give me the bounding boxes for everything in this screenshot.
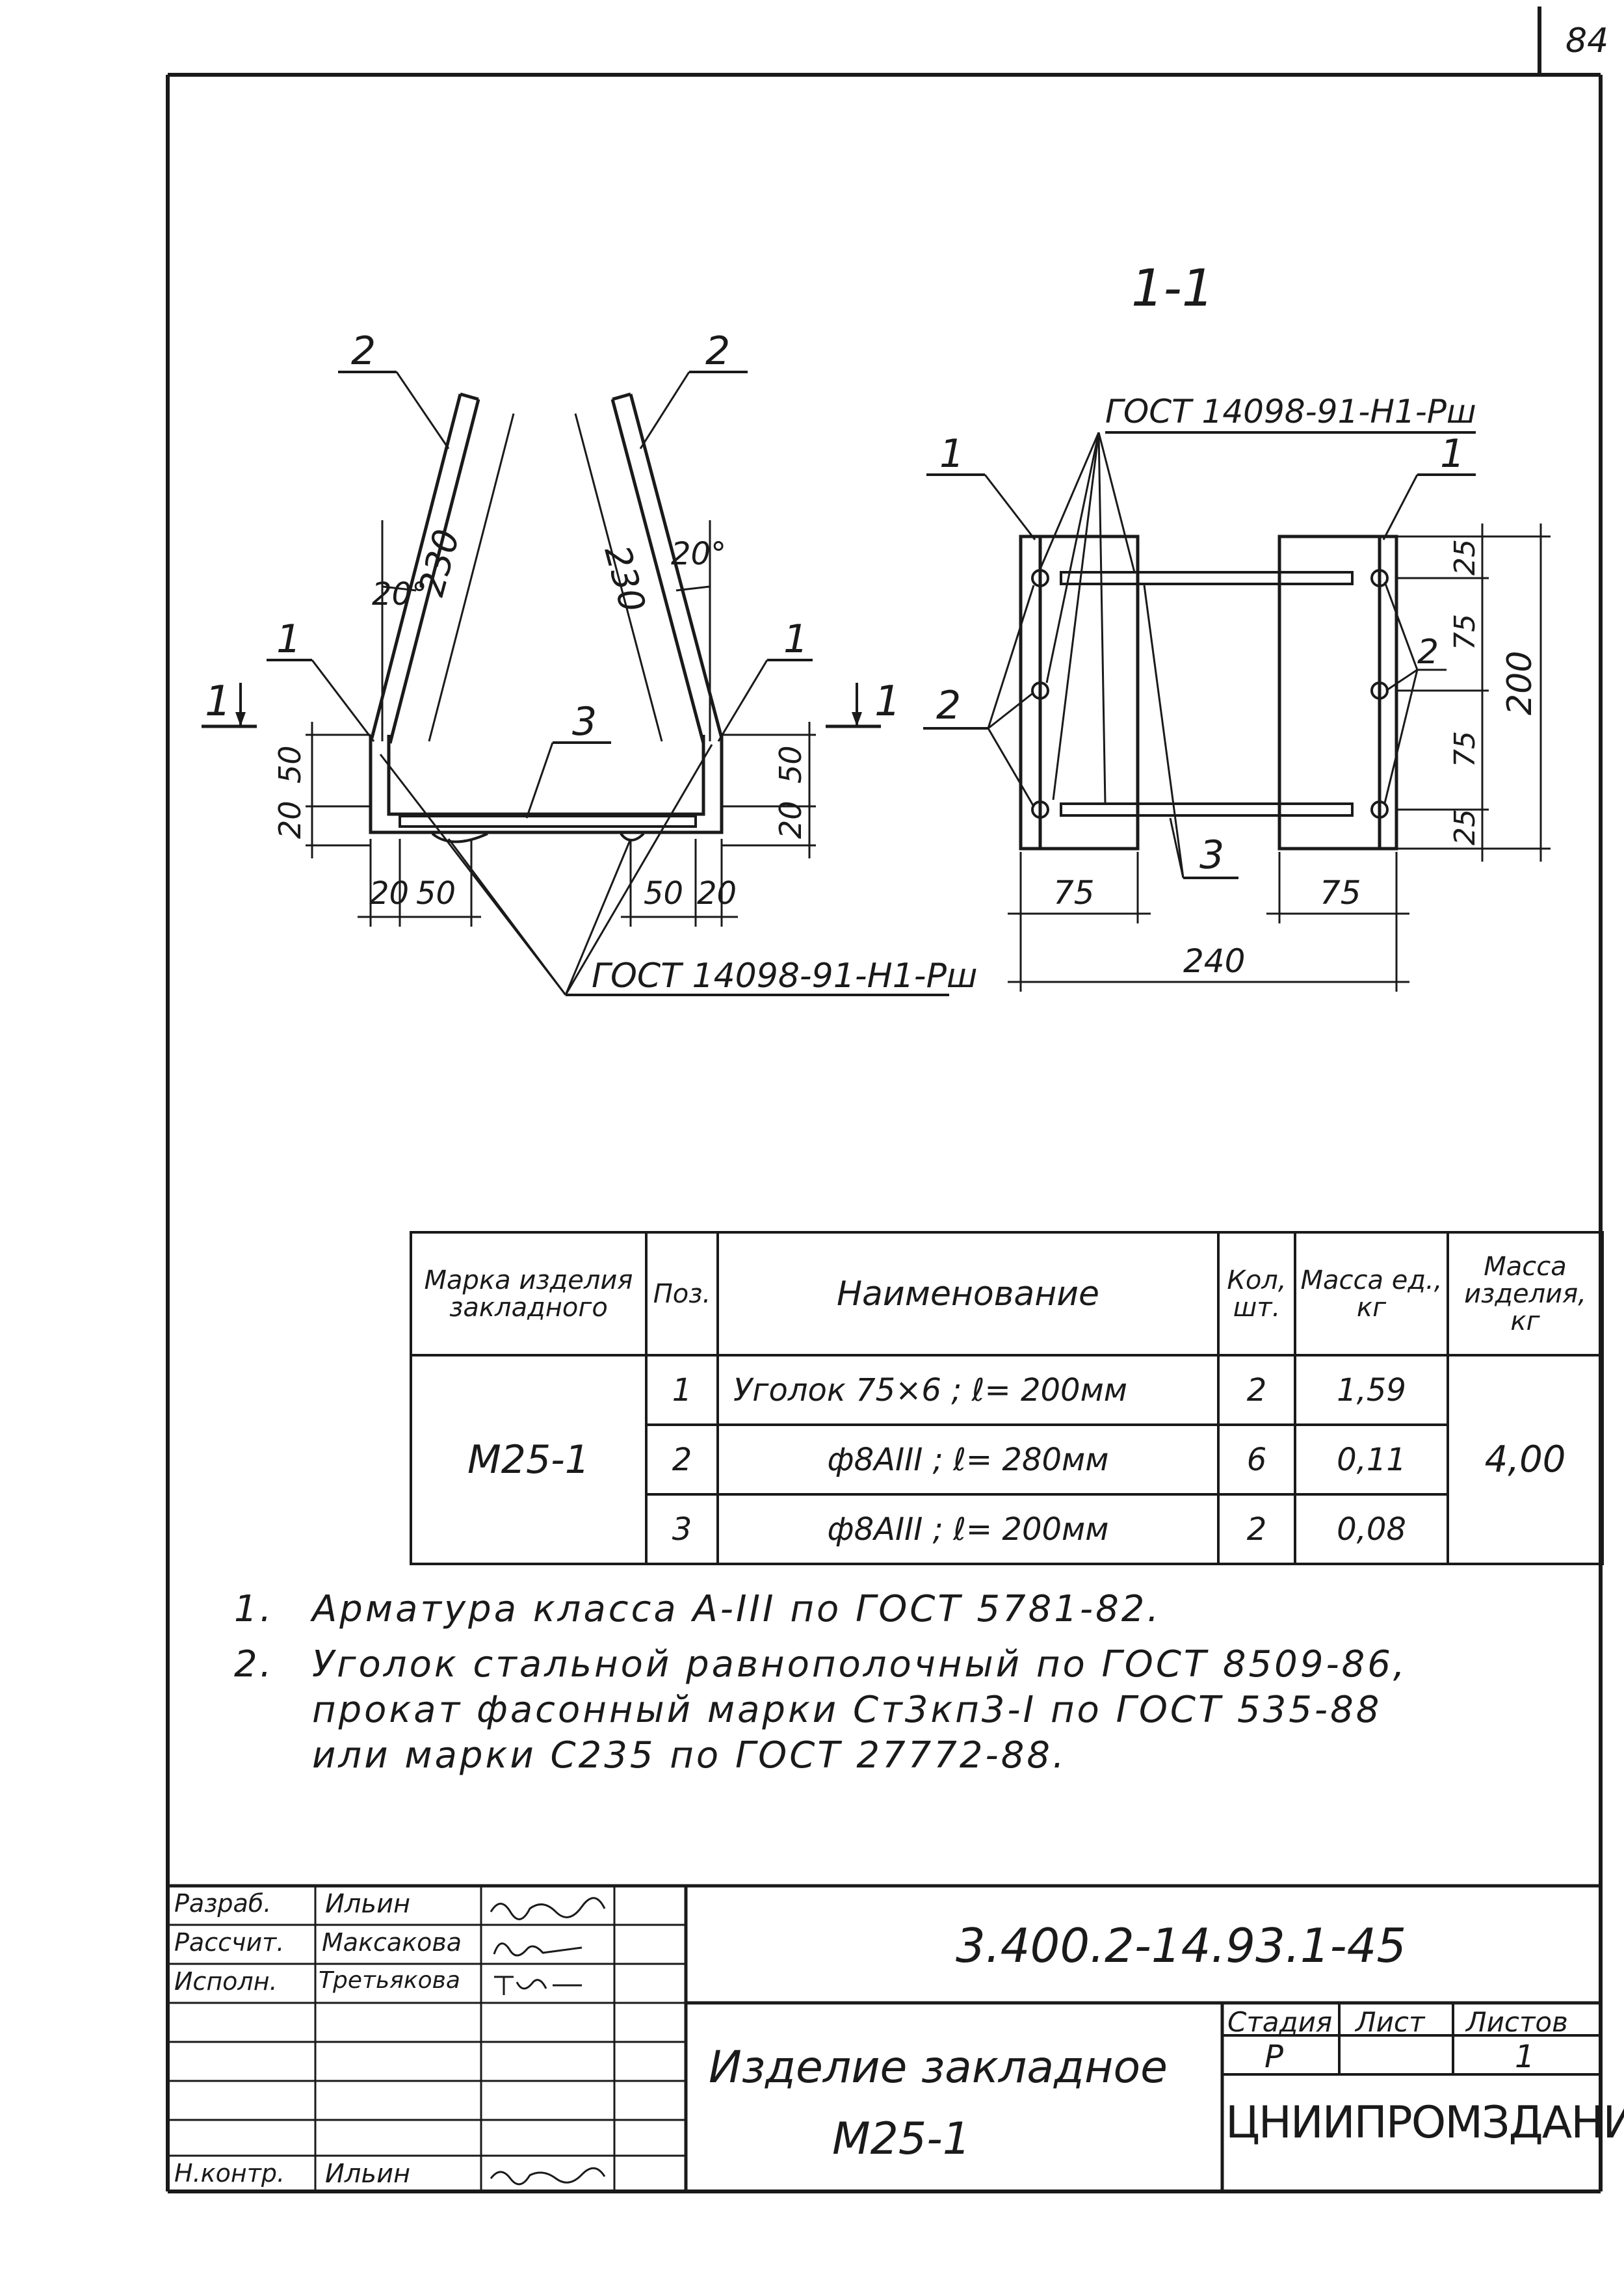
role-name: Третьякова (319, 1967, 460, 1994)
pos-label-2-right: 2 (705, 328, 730, 374)
hdim-left-50: 50 (416, 875, 456, 912)
row-pos: 3 (645, 1493, 719, 1565)
table-row: М25-1 1 Уголок 75×6 ; ℓ= 200мм 2 1,59 4,… (410, 1354, 1604, 1565)
angle-label-right: 20° (671, 536, 726, 572)
hdim-left-20: 20 (369, 875, 409, 912)
rv-pos-label-3: 3 (1199, 832, 1224, 878)
row-qty: 2 (1217, 1354, 1296, 1426)
drawing-subtitle: М25-1 (832, 2113, 971, 2165)
note-line: Уголок стальной равнополочный по ГОСТ 85… (312, 1643, 1408, 1686)
left-view: 20° 20° 230 230 2 2 1 1 3 1 (202, 328, 978, 996)
vdim-right-20: 20 (773, 800, 808, 839)
role-label: Разраб. (174, 1889, 272, 1918)
role-name: Ильин (325, 2159, 411, 2189)
title-block-grid (168, 1884, 1601, 2191)
angle-label-left: 20° (372, 576, 427, 613)
role-label: Рассчит. (174, 1928, 285, 1957)
pos-label-2-left: 2 (351, 328, 376, 374)
rv-hdim-240: 240 (1183, 942, 1245, 980)
table-row: 3 ф8АIII ; ℓ= 200мм 2 0,08 (411, 1493, 1603, 1565)
sheet-header: Лист (1356, 2006, 1425, 2038)
rv-hdim-75-left: 75 (1053, 874, 1095, 912)
signature-ispoln (494, 1976, 582, 1995)
signature-rasschit (493, 1942, 583, 1957)
note-number: 1. (234, 1588, 274, 1630)
header-mark: Марка изделия закладного (410, 1231, 648, 1356)
product-mark: М25-1 (410, 1354, 648, 1565)
hdim-right-50: 50 (644, 875, 683, 912)
row-unit-mass: 0,11 (1294, 1423, 1449, 1496)
row-unit-mass: 1,59 (1294, 1354, 1449, 1426)
stage-header: Стадия (1227, 2006, 1333, 2038)
rv-vdim-200: 200 (1500, 651, 1539, 715)
note-line: прокат фасонный марки Ст3кп3-I по ГОСТ 5… (312, 1689, 1382, 1731)
weld-note-right: ГОСТ 14098-91-Н1-Рш (1105, 393, 1476, 430)
row-qty: 6 (1217, 1423, 1296, 1496)
hdim-right-20: 20 (697, 875, 737, 912)
rv-pos-label-1-left: 1 (939, 431, 964, 477)
role-name: Ильин (325, 1889, 411, 1919)
rv-vdim-75-top: 75 (1448, 614, 1482, 650)
note-number: 2. (234, 1643, 274, 1686)
vdim-right-50: 50 (773, 745, 808, 784)
rv-pos-label-2-left: 2 (936, 683, 961, 728)
header-total-mass: Масса изделия, кг (1447, 1231, 1604, 1356)
weld-note-left: ГОСТ 14098-91-Н1-Рш (592, 957, 978, 996)
section-label: 1-1 (1131, 259, 1214, 318)
pos-label-1-right: 1 (783, 616, 808, 662)
section-mark-left: 1 (205, 678, 231, 726)
total-mass: 4,00 (1447, 1354, 1604, 1565)
role-name: Максакова (322, 1928, 462, 1957)
row-pos: 1 (645, 1354, 719, 1426)
sheets-value: 1 (1515, 2039, 1535, 2075)
header-name: Наименование (716, 1231, 1220, 1356)
row-unit-mass: 0,08 (1294, 1493, 1449, 1565)
note-line: Арматура класса А-III по ГОСТ 5781-82. (312, 1588, 1162, 1630)
document-code: 3.400.2-14.93.1-45 (956, 1918, 1407, 1973)
rv-pos-label-2-right: 2 (1417, 633, 1439, 672)
rv-pos-label-1-right: 1 (1440, 431, 1465, 477)
vdim-left-50: 50 (272, 745, 308, 784)
stage-value: Р (1264, 2039, 1283, 2075)
rv-vdim-25-bottom: 25 (1448, 809, 1482, 845)
sheets-header: Листов (1466, 2006, 1568, 2038)
length-label-left: 230 (411, 525, 468, 600)
section-mark-right: 1 (874, 678, 901, 726)
note-line: или марки С235 по ГОСТ 27772-88. (312, 1734, 1067, 1777)
header-unit-mass: Масса ед., кг (1294, 1231, 1449, 1356)
page-number: 84 (1565, 21, 1608, 60)
header-pos: Поз. (645, 1231, 719, 1356)
signature-razrab (490, 1897, 606, 1920)
right-view: ГОСТ 14098-91-Н1-Рш 1 1 2 2 3 (923, 393, 1551, 992)
drawing-title: Изделие закладное (709, 2042, 1168, 2093)
row-name: Уголок 75×6 ; ℓ= 200мм (716, 1354, 1220, 1426)
pos-label-3: 3 (572, 699, 597, 745)
spec-header-row: Марка изделия закладного Поз. Наименован… (410, 1231, 1604, 1356)
table-row: 2 ф8АIII ; ℓ= 280мм 6 0,11 (411, 1423, 1603, 1496)
rv-vdim-75-bottom: 75 (1448, 731, 1482, 767)
signature-nkontr (490, 2167, 606, 2186)
rv-vdim-25-top: 25 (1448, 539, 1482, 576)
header-qty: Кол, шт. (1217, 1231, 1296, 1356)
organization-name: ЦНИИПРОМЗДАНИЙ (1225, 2097, 1624, 2149)
row-qty: 2 (1217, 1493, 1296, 1565)
row-pos: 2 (645, 1423, 719, 1496)
length-label-right: 230 (596, 541, 653, 616)
specification-table: Марка изделия закладного Поз. Наименован… (410, 1231, 1604, 1565)
vdim-left-20: 20 (272, 800, 308, 839)
rv-hdim-75-right: 75 (1320, 874, 1361, 912)
sheet-frame (166, 7, 1603, 2193)
row-name: ф8АIII ; ℓ= 280мм (716, 1423, 1220, 1496)
role-label: Н.контр. (174, 2159, 285, 2188)
role-label: Исполн. (174, 1967, 278, 1996)
pos-label-1-left: 1 (276, 616, 301, 662)
row-name: ф8АIII ; ℓ= 200мм (716, 1493, 1220, 1565)
